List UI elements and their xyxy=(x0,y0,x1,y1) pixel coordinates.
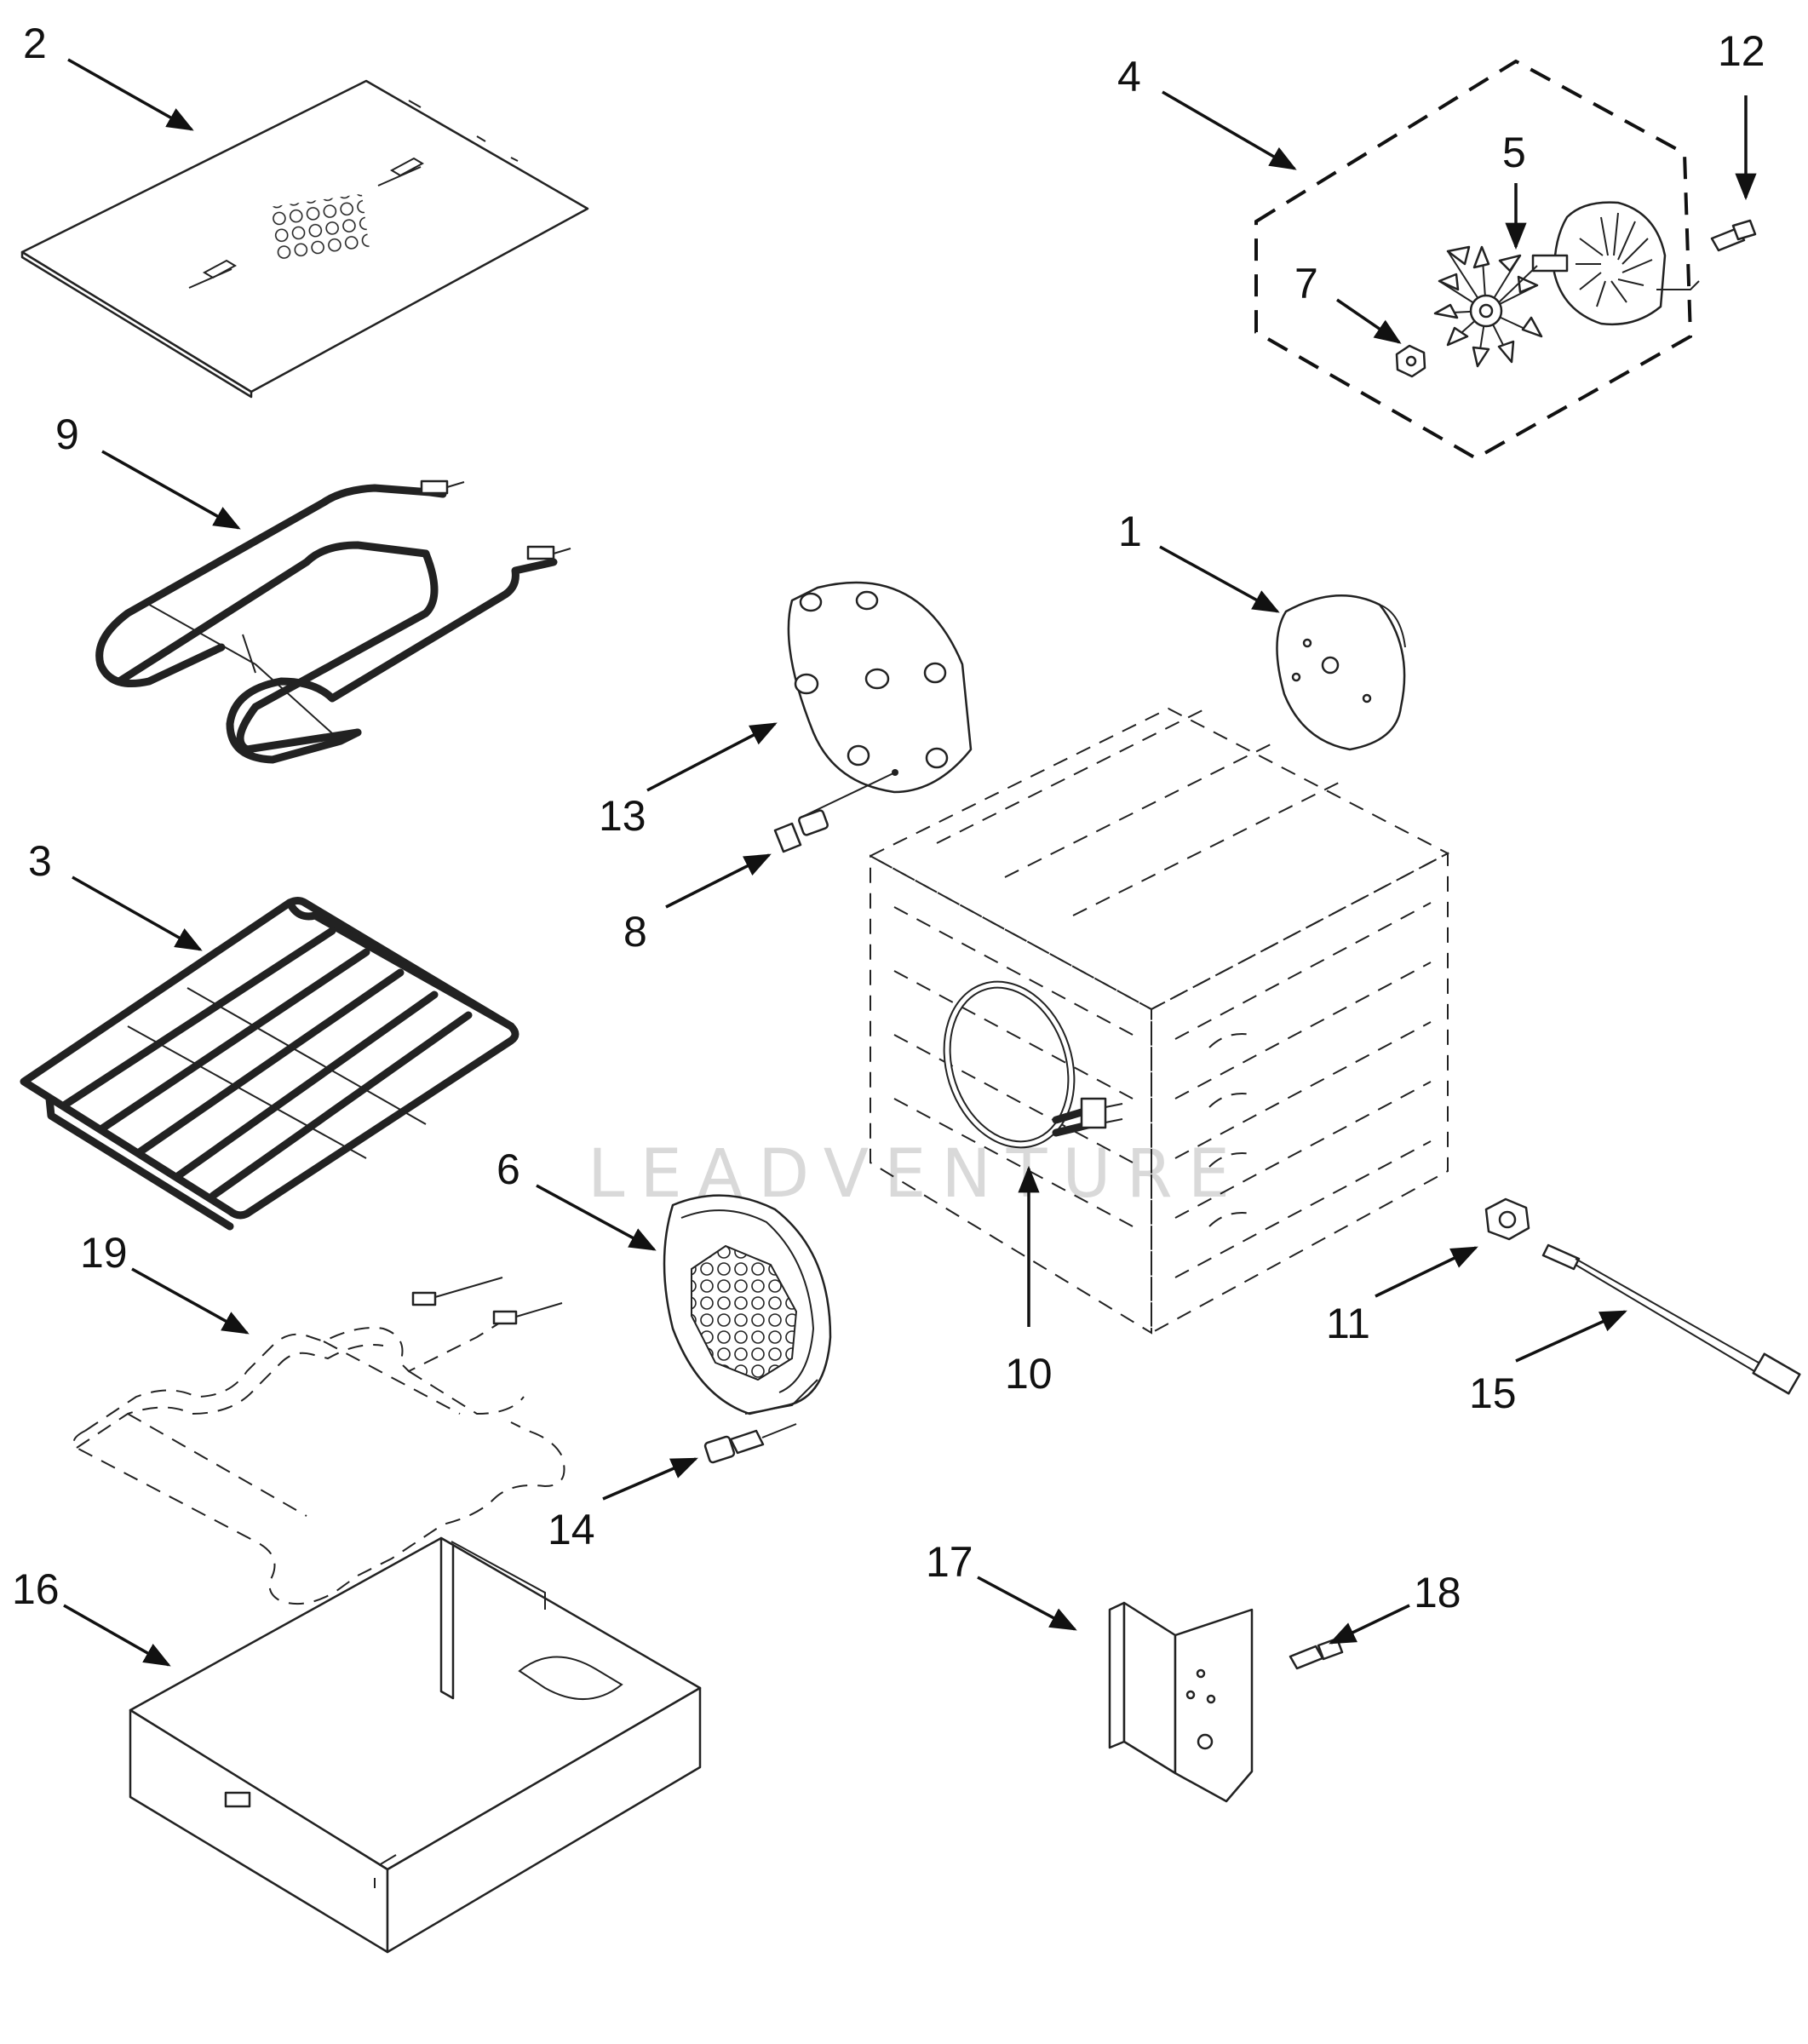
leader-9 xyxy=(101,450,241,530)
motor-mounting-plate xyxy=(787,581,973,794)
leader-4 xyxy=(1162,90,1297,170)
bottom-panel xyxy=(129,1536,702,1954)
fan-motor xyxy=(1498,201,1700,325)
oven-top-panel xyxy=(20,79,589,399)
callout-3: 3 xyxy=(28,837,52,885)
leader-17 xyxy=(977,1576,1077,1631)
insulation-disc xyxy=(1276,594,1406,751)
leader-3 xyxy=(72,876,203,951)
nut-7 xyxy=(1395,344,1426,378)
nut-11 xyxy=(1484,1197,1530,1241)
broil-element xyxy=(95,479,571,764)
callout-16: 16 xyxy=(12,1565,60,1613)
leader-18 xyxy=(1329,1604,1410,1645)
leader-11 xyxy=(1375,1246,1478,1298)
callout-18: 18 xyxy=(1414,1569,1461,1616)
callout-13: 13 xyxy=(599,792,646,840)
callout-6: 6 xyxy=(496,1145,520,1193)
bracket xyxy=(1108,1601,1254,1803)
screw-14 xyxy=(703,1423,797,1464)
convection-element xyxy=(943,980,1123,1149)
callout-4: 4 xyxy=(1117,53,1141,100)
callout-12: 12 xyxy=(1718,27,1765,75)
leader-15 xyxy=(1515,1310,1627,1363)
screw-12 xyxy=(1710,219,1757,252)
callout-labels: 2 9 3 19 16 4 5 7 12 1 13 8 10 6 14 11 1… xyxy=(12,20,1765,1616)
callout-9: 9 xyxy=(55,411,79,458)
leader-8 xyxy=(665,853,772,909)
temperature-sensor xyxy=(1541,1243,1801,1395)
callout-11: 11 xyxy=(1326,1300,1370,1347)
convection-fan-motor-assembly xyxy=(1254,59,1693,461)
callout-15: 15 xyxy=(1469,1369,1517,1417)
callout-14: 14 xyxy=(548,1506,595,1553)
callout-1: 1 xyxy=(1118,508,1142,555)
oven-rack xyxy=(20,897,519,1231)
leader-16 xyxy=(63,1604,171,1667)
leader-13 xyxy=(646,722,778,792)
bake-element xyxy=(72,1277,565,1605)
callout-2: 2 xyxy=(23,20,47,67)
screw-18 xyxy=(1289,1637,1344,1670)
fan-blade xyxy=(1433,245,1543,368)
leader-14 xyxy=(602,1457,698,1501)
leader-lines xyxy=(63,58,1757,1667)
convection-baffle xyxy=(663,1194,832,1415)
leader-19 xyxy=(131,1267,250,1335)
leader-6 xyxy=(536,1184,657,1251)
oven-cavity xyxy=(868,706,1450,1335)
callout-5: 5 xyxy=(1502,129,1526,176)
callout-19: 19 xyxy=(80,1229,128,1277)
callout-10: 10 xyxy=(1005,1350,1053,1398)
leader-1 xyxy=(1159,545,1280,613)
callout-8: 8 xyxy=(623,908,647,956)
leader-7 xyxy=(1336,298,1402,344)
callout-7: 7 xyxy=(1294,260,1318,307)
callout-17: 17 xyxy=(926,1538,973,1586)
screw-8 xyxy=(773,772,896,853)
leader-2 xyxy=(67,58,194,131)
